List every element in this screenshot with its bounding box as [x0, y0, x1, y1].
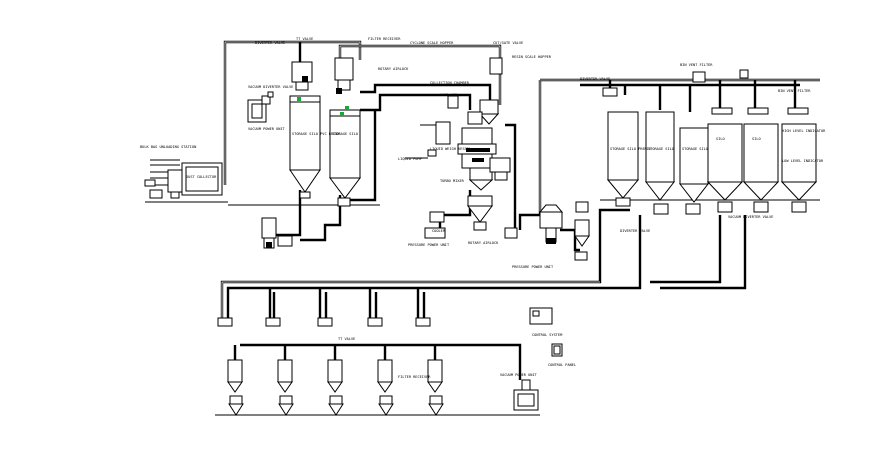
label-liquid-pump: LIQUID PUMP: [398, 157, 422, 161]
storage-silo-pvc-resin: [289, 61, 321, 199]
label-collection-chamber: COLLECTION CHAMBER: [430, 81, 470, 85]
silo-e: [742, 107, 780, 213]
label-high-level-indicator: HIGH LEVEL INDICATOR: [782, 129, 826, 133]
label-resin-scale-hopper: RESIN SCALE HOPPER: [512, 55, 552, 59]
silo-d: [706, 107, 744, 213]
label-rotary-airlock-2: ROTARY AIRLOCK: [468, 241, 499, 245]
label-bin-vent-filter: BIN VENT FILTER: [680, 63, 713, 67]
control-system-panel: [529, 307, 563, 357]
label-liquid-weigh-vessel: LIQUID WEIGH VESSEL: [430, 147, 471, 151]
mixing-station: [424, 57, 518, 239]
storage-silo-c: [678, 127, 710, 215]
label-diverter-valve-mid: DIVERTER VALVE: [580, 77, 610, 81]
silo-f: [780, 107, 818, 213]
filter-receiver-left-bottom: [261, 217, 293, 249]
bulk-bag-unloading-station: [144, 162, 223, 199]
receiver-5: [415, 317, 444, 416]
storage-silo-premix: [602, 87, 640, 207]
label-low-level-indicator: LOW LEVEL INDICATOR: [782, 159, 824, 163]
labels: DIVERTER VALVE TT VALVE FILTER RECEIVER …: [140, 37, 826, 379]
label-vacuum-power-unit: VACUUM POWER UNIT: [248, 127, 286, 131]
storage-silo-2: [329, 57, 361, 207]
label-control-system: CONTROL SYSTEM: [532, 333, 563, 337]
label-dust-collector: DUST COLLECTOR: [186, 175, 217, 179]
label-storage-silo-pvc: STORAGE SILO PVC RESIN: [292, 132, 340, 136]
label-storage-silo-b: STORAGE SILO: [648, 147, 674, 151]
label-hand-add: HAND ADD: [440, 93, 457, 97]
label-cooler: COOLER: [432, 229, 446, 233]
label-filter-receiver-top: FILTER RECEIVER: [368, 37, 401, 41]
label-tt-valve-top: TT VALVE: [296, 37, 313, 41]
label-cut-gate-valve: CUT/GATE VALVE: [493, 41, 523, 45]
vacuum-power-unit-left: [247, 91, 274, 123]
label-vacuum-diverter-valve-b: VACUUM DIVERTER VALVE: [728, 215, 773, 219]
label-pressure-power-unit: PRESSURE POWER UNIT: [408, 243, 450, 247]
receiver-2: [265, 317, 294, 416]
receiver-1: [217, 317, 244, 416]
label-filter-receiver-bottom: FILTER RECEIVER: [398, 375, 431, 379]
label-cyclone-scale-hopper: CYCLONE SCALE HOPPER: [410, 41, 454, 45]
label-diverter-valve-top: DIVERTER VALVE: [255, 41, 285, 45]
label-tt-valve-bottom: TT VALVE: [338, 337, 355, 341]
receiver-4: [367, 317, 394, 416]
label-storage-silo-2: STORAGE SILO: [332, 132, 358, 136]
receiver-3: [317, 317, 344, 416]
label-control-panel: CONTROL PANEL: [548, 363, 576, 367]
pressure-power-unit-mid: [538, 201, 590, 261]
thin-lines: [145, 124, 820, 416]
vacuum-power-unit-bottom: [513, 379, 539, 411]
label-silo-d: SILO: [716, 137, 725, 141]
label-bulk-bag-unloading: BULK BAG UNLOADING STATION: [140, 145, 196, 149]
conveying-pipes: [220, 40, 820, 380]
label-bin-vent-filter-2: BIN VENT FILTER: [778, 89, 811, 93]
label-storage-silo-c: STORAGE SILO: [682, 147, 708, 151]
right-silos: [602, 69, 818, 215]
bottom-filter-receivers: [217, 317, 539, 416]
storage-silo-b: [644, 111, 676, 215]
label-diverter-valve-right: DIVERTER VALVE: [620, 229, 650, 233]
label-pressure-power-unit-2: PRESSURE POWER UNIT: [512, 265, 554, 269]
label-vacuum-diverter-valve: VACUUM DIVERTER VALVE: [248, 85, 293, 89]
label-vacuum-power-unit-bottom: VACUUM POWER UNIT: [500, 373, 538, 377]
label-silo-e: SILO: [752, 137, 761, 141]
label-rotary-airlock: ROTARY AIRLOCK: [378, 67, 409, 71]
label-storage-silo-a: STORAGE SILO PREMIX: [610, 147, 652, 151]
label-turbo-mixer: TURBO MIXER: [440, 179, 465, 183]
